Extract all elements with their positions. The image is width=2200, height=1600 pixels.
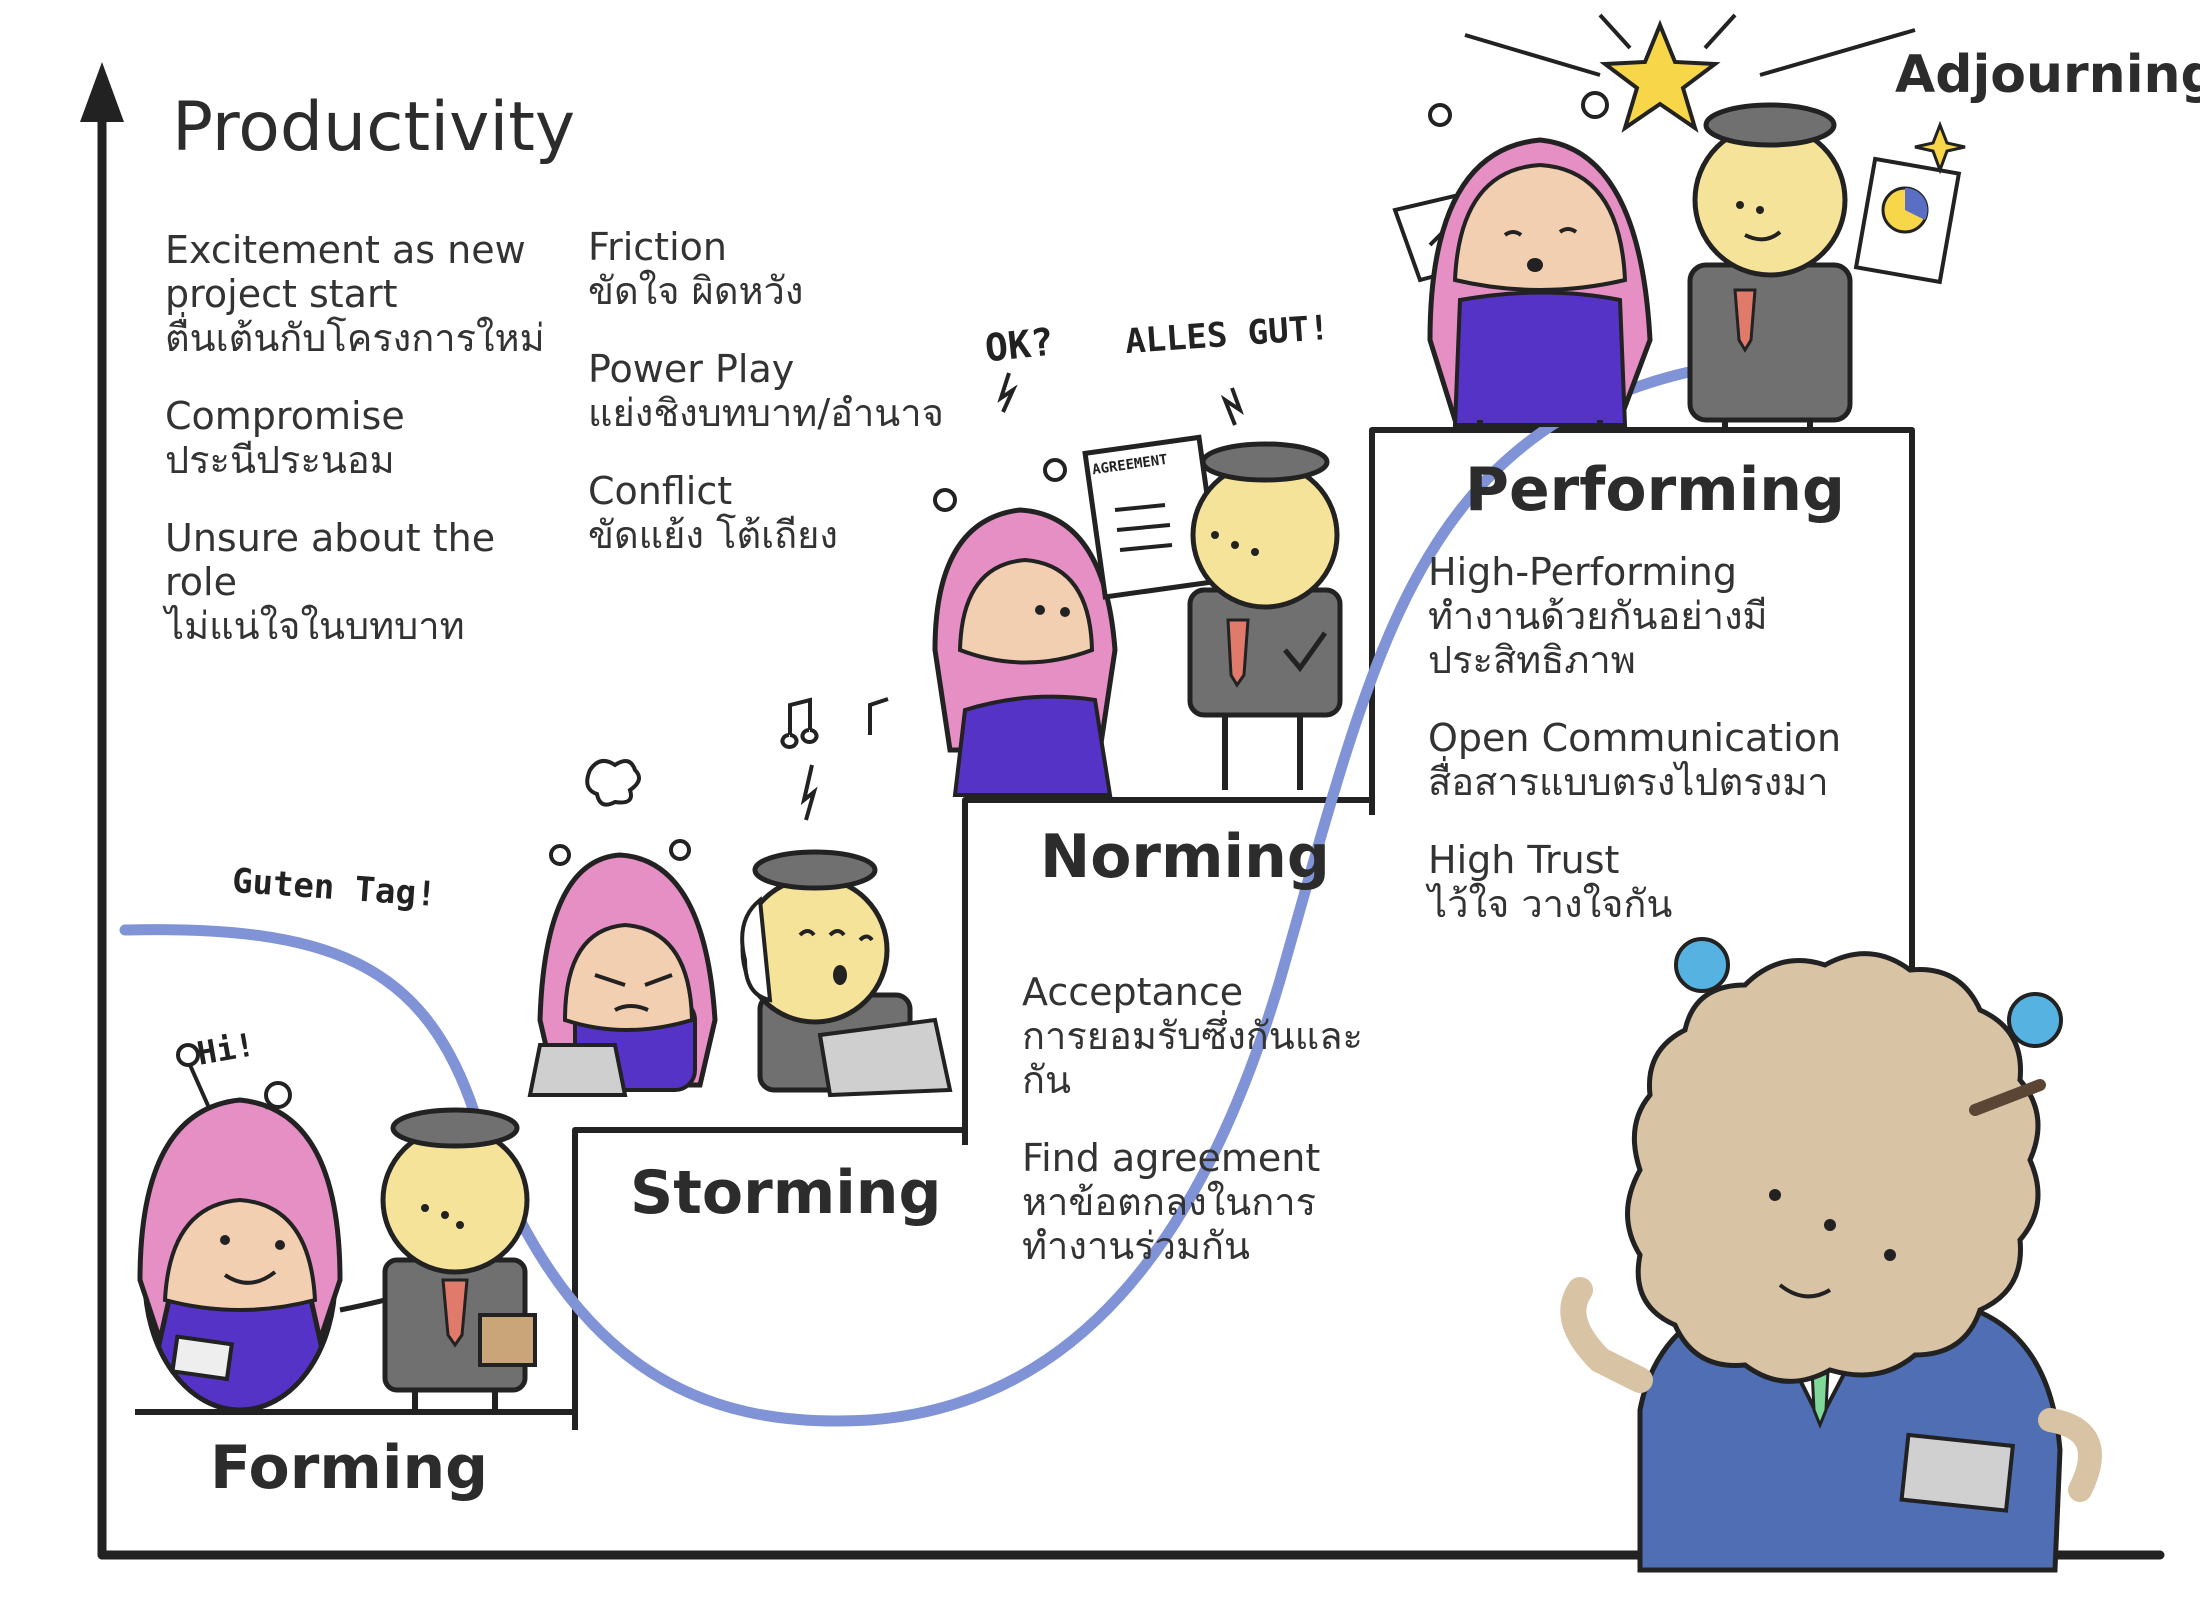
note-en: Power Play: [588, 347, 795, 391]
note-th: ตื่นเต้นกับโครงการใหม่: [165, 316, 545, 360]
note-th: การยอมรับซึ่งกันและกัน: [1022, 1014, 1363, 1102]
note-th: ไม่แน่ใจในบทบาท: [165, 604, 465, 648]
stage-title-forming: Forming: [210, 1433, 489, 1503]
note-en: Open Communication: [1428, 716, 1842, 760]
bear-ear-right: [2007, 992, 2063, 1048]
celebration-lines: [1464, 13, 1916, 77]
storming-boy: [740, 697, 953, 1098]
note-en: Acceptance: [1022, 970, 1244, 1014]
note-en: High Trust: [1428, 838, 1620, 882]
music-note-icon: [868, 697, 889, 735]
note-th: ขัดแย้ง โต้เถียง: [588, 513, 838, 557]
note-en: Conflict: [588, 469, 733, 513]
stage-title-performing: Performing: [1465, 455, 1845, 525]
note-en: Unsure about the role: [165, 516, 496, 604]
stage-title-storming: Storming: [630, 1158, 942, 1228]
stage-title-norming: Norming: [1040, 822, 1330, 892]
note-en: Excitement as new project start: [165, 228, 526, 316]
adjourning-girl: [1392, 91, 1653, 430]
sparkle-icon: [1914, 120, 1966, 175]
productivity-curve: [119, 358, 1806, 1427]
note-en: Find agreement: [1022, 1136, 1321, 1180]
note-th: แย่งชิงบทบาท/อำนาจ: [588, 391, 944, 435]
music-note-icon: [780, 697, 819, 749]
note-th: ขัดใจ ผิดหวัง: [588, 269, 804, 313]
adjourning-boy: [1687, 102, 1962, 430]
forming-girl: [137, 1043, 343, 1413]
norming-boy: [1187, 441, 1343, 790]
note-th: ประนีประนอม: [165, 438, 395, 482]
headphones-icon: [740, 896, 773, 1003]
note-th: หาข้อตกลงในการทำงานร่วมกัน: [1022, 1180, 1316, 1268]
y-axis-arrow-icon: [80, 62, 124, 122]
forming-boy: [339, 1107, 537, 1415]
note-th: สื่อสารแบบตรงไปตรงมา: [1428, 760, 1829, 804]
bear-ear-left: [1674, 937, 1730, 993]
note-th: ทำงานด้วยกันอย่างมีประสิทธิภาพ: [1428, 594, 1768, 682]
norming-girl: [932, 458, 1118, 797]
note-en: High-Performing: [1428, 550, 1737, 594]
y-axis-label: Productivity: [172, 88, 576, 167]
note-th: ไว้ใจ วางใจกัน: [1428, 882, 1673, 926]
stage-title-adjourning: Adjourning: [1895, 45, 2200, 105]
frustration-cloud-icon: [585, 759, 641, 807]
speech-ok: OK?: [982, 319, 1056, 371]
storming-girl: [527, 759, 718, 1097]
bear-mascot: [1560, 937, 2102, 1573]
check-icon: [1283, 631, 1328, 673]
note-en: Friction: [588, 225, 727, 269]
norming-agreement-sheet: [1082, 434, 1222, 600]
note-en: Compromise: [165, 394, 405, 438]
star-icon: [1599, 19, 1721, 133]
